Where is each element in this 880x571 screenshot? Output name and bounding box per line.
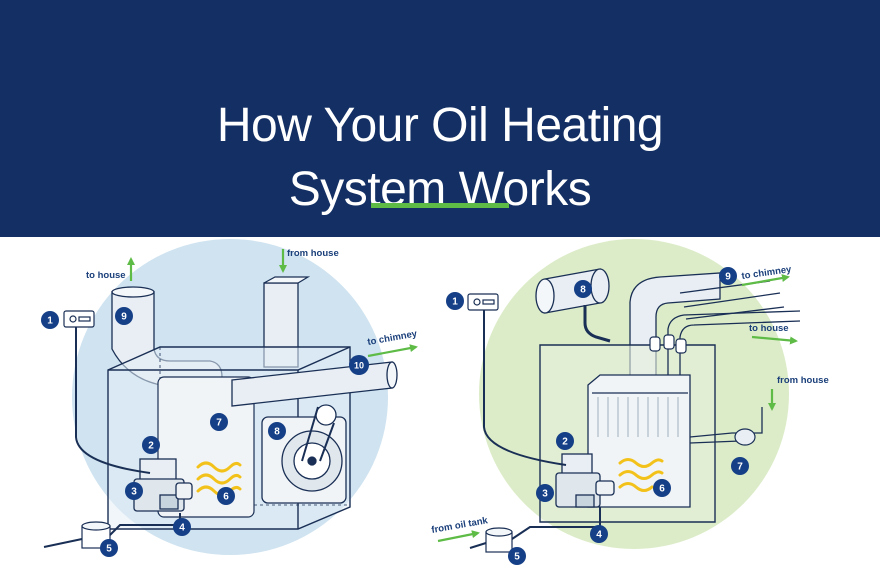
left-marker-4-number: 4	[179, 523, 185, 534]
left-marker-6-number: 6	[223, 492, 229, 503]
left-marker-10: 10	[349, 355, 369, 375]
heating-diagrams: to house from house to chimney 1 2 3 4 5…	[41, 239, 829, 565]
left-marker-1-number: 1	[47, 316, 53, 327]
left-marker-8: 8	[268, 422, 286, 440]
right-flame-icon	[618, 458, 664, 492]
right-marker-5-number: 5	[514, 552, 520, 563]
right-marker-1-number: 1	[452, 297, 458, 308]
right-label-to-chimney: to chimney	[741, 264, 793, 282]
right-marker-3: 3	[536, 484, 554, 502]
right-diagram: to chimney to house from house from oil …	[431, 239, 829, 565]
right-marker-2: 2	[556, 432, 574, 450]
right-to-chimney-arrow	[741, 274, 790, 287]
right-to-house-arrow	[751, 335, 798, 345]
right-marker-6-number: 6	[659, 484, 665, 495]
left-marker-9: 9	[115, 307, 133, 325]
right-expansion-tank	[535, 268, 611, 343]
right-from-oil-tank-arrow	[437, 530, 480, 543]
left-marker-6: 6	[217, 487, 235, 505]
left-marker-9-number: 9	[121, 312, 127, 323]
right-marker-8-number: 8	[580, 285, 586, 296]
title-line-2: System Works	[288, 163, 592, 217]
left-marker-10-number: 10	[354, 361, 364, 371]
right-label-from-oil-tank: from oil tank	[431, 515, 490, 536]
right-oil-filter	[485, 527, 513, 553]
left-marker-3-number: 3	[131, 487, 137, 498]
right-marker-1: 1	[446, 292, 464, 310]
right-marker-7: 7	[731, 457, 749, 475]
right-marker-8: 8	[574, 280, 592, 298]
left-marker-2: 2	[142, 436, 160, 454]
right-valves	[649, 334, 756, 446]
left-thermostat-icon	[63, 310, 95, 328]
left-oil-filter	[81, 521, 111, 549]
left-flue-pipe	[231, 361, 398, 407]
right-thermostat-icon	[467, 293, 499, 311]
left-marker-8-number: 8	[274, 427, 280, 438]
left-marker-1: 1	[41, 311, 59, 329]
left-to-chimney-arrow	[367, 344, 418, 358]
left-blower	[261, 404, 347, 504]
right-marker-9-number: 9	[725, 272, 731, 283]
right-label-to-house: to house	[749, 323, 789, 334]
right-marker-7-number: 7	[737, 462, 743, 473]
left-marker-5: 5	[100, 539, 118, 557]
left-thermostat-wire	[75, 327, 151, 474]
right-marker-4-number: 4	[596, 530, 602, 541]
right-marker-4: 4	[590, 525, 608, 543]
left-diagram: to house from house to chimney 1 2 3 4 5…	[41, 239, 419, 557]
right-marker-6: 6	[653, 479, 671, 497]
right-marker-3-number: 3	[542, 489, 548, 500]
left-marker-5-number: 5	[106, 544, 112, 555]
left-marker-7: 7	[210, 413, 228, 431]
right-thermostat-wire	[483, 310, 567, 466]
right-burner	[555, 453, 615, 508]
title-line-1: How Your Oil Heating	[216, 99, 664, 153]
right-label-from-house: from house	[777, 375, 829, 386]
left-label-to-chimney: to chimney	[367, 328, 419, 348]
header-banner: How Your Oil Heating System Works	[0, 0, 880, 237]
right-marker-5: 5	[508, 547, 526, 565]
left-marker-2-number: 2	[148, 441, 154, 452]
page-title: How Your Oil Heating System Works	[0, 94, 880, 222]
title-accent-bar	[371, 203, 509, 208]
left-label-from-house: from house	[287, 248, 339, 259]
left-marker-7-number: 7	[216, 418, 222, 429]
left-label-to-house: to house	[86, 270, 126, 281]
right-marker-9: 9	[719, 267, 737, 285]
right-oil-line	[469, 507, 601, 549]
left-marker-3: 3	[125, 482, 143, 500]
right-marker-2-number: 2	[562, 437, 568, 448]
left-burner	[133, 458, 193, 512]
left-marker-4: 4	[173, 518, 191, 536]
